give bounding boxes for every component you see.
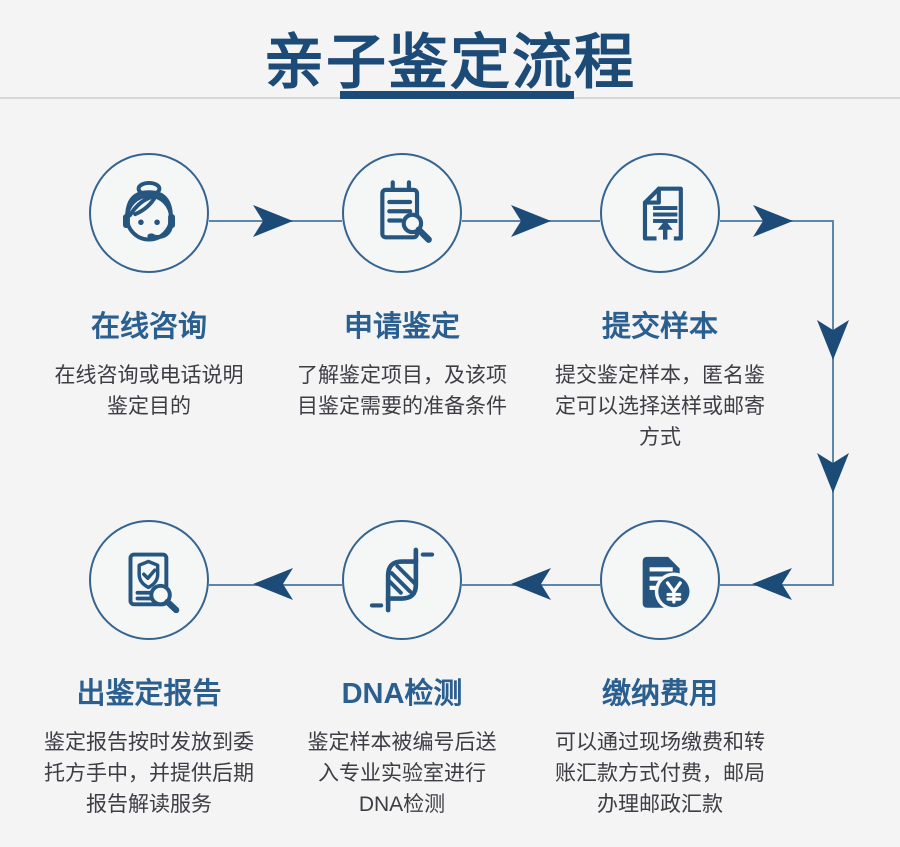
report-search-icon	[128, 552, 180, 614]
arrow-down-icon	[817, 320, 849, 360]
step-circle	[89, 520, 209, 640]
step-description: 可以通过现场缴费和转 账汇款方式付费，邮局 办理邮政汇款	[555, 731, 765, 816]
arrow-right-icon	[511, 205, 551, 237]
step-description: 鉴定样本被编号后送 入专业实验室进行 DNA检测	[307, 731, 497, 816]
arrow-left-icon	[752, 568, 792, 600]
step-circle	[342, 153, 462, 273]
step-submit-sample: 提交样本 提交鉴定样本，匿名鉴 定可以选择送样或邮寄 方式	[530, 153, 790, 453]
connector-right-vertical	[832, 220, 834, 586]
arrow-right-icon	[253, 205, 293, 237]
step-circle	[342, 520, 462, 640]
step-dna-test: DNA检测 鉴定样本被编号后送 入专业实验室进行 DNA检测	[272, 520, 532, 820]
clipboard-search-icon	[380, 180, 432, 243]
step-circle	[600, 520, 720, 640]
step-title: DNA检测	[341, 678, 463, 710]
step-title: 缴纳费用	[601, 678, 718, 710]
document-upload-icon	[642, 186, 683, 244]
arrow-right-icon	[753, 205, 793, 237]
step-online-consult: 在线咨询 在线咨询或电话说明 鉴定目的	[19, 153, 279, 422]
step-title: 申请鉴定	[343, 311, 460, 343]
step-pay-fee: 缴纳费用 可以通过现场缴费和转 账汇款方式付费，邮局 办理邮政汇款	[530, 520, 790, 820]
step-report: 出鉴定报告 鉴定报告按时发放到委 托方手中，并提供后期 报告解读服务	[19, 520, 279, 820]
step-description: 在线咨询或电话说明 鉴定目的	[54, 364, 244, 418]
title-underline-bar	[340, 91, 574, 99]
step-description: 鉴定报告按时发放到委 托方手中，并提供后期 报告解读服务	[44, 731, 254, 816]
step-title: 出鉴定报告	[76, 678, 222, 710]
step-description: 提交鉴定样本，匿名鉴 定可以选择送样或邮寄 方式	[555, 364, 765, 449]
invoice-payment-icon	[642, 556, 693, 611]
step-circle	[89, 153, 209, 273]
step-description: 了解鉴定项目，及该项 目鉴定需要的准备条件	[297, 364, 507, 418]
step-circle	[600, 153, 720, 273]
dna-icon	[369, 547, 435, 613]
arrow-left-icon	[253, 568, 293, 600]
arrow-down-icon	[817, 453, 849, 493]
step-title: 在线咨询	[90, 311, 207, 343]
arrow-left-icon	[511, 568, 551, 600]
step-apply: 申请鉴定 了解鉴定项目，及该项 目鉴定需要的准备条件	[272, 153, 532, 422]
step-title: 提交样本	[601, 311, 718, 343]
page-title: 亲子鉴定流程	[264, 29, 636, 96]
customer-service-icon	[122, 180, 176, 242]
